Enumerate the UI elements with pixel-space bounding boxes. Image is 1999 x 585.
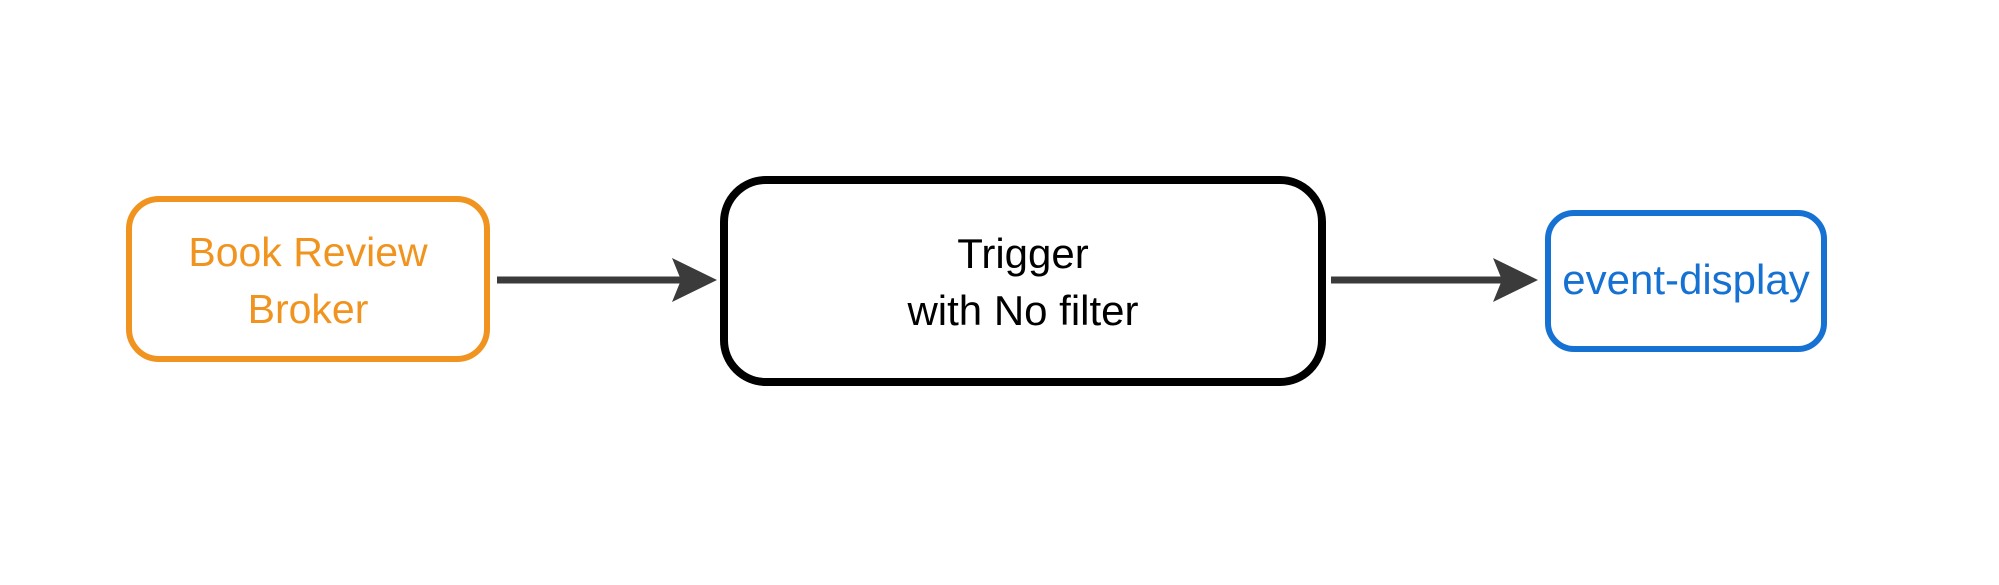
node-box-event-display: [1545, 210, 1827, 352]
node-label-broker-line2: Broker: [248, 286, 369, 332]
node-box-book-review-broker: [126, 196, 490, 362]
edge-broker-to-trigger: [497, 258, 717, 302]
node-event-display: event-display: [1545, 210, 1827, 352]
edge-trigger-to-event-display: [1331, 258, 1538, 302]
node-box-trigger: [720, 176, 1326, 386]
node-label-trigger-line2: with No filter: [906, 287, 1138, 334]
node-book-review-broker: Book Review Broker: [126, 196, 490, 362]
node-label-trigger-line1: Trigger: [957, 230, 1088, 277]
node-trigger: Trigger with No filter: [720, 176, 1326, 386]
arrowhead-broker-to-trigger: [672, 258, 717, 302]
node-label-event-display: event-display: [1562, 256, 1809, 303]
arrowhead-trigger-to-event-display: [1493, 258, 1538, 302]
node-label-broker-line1: Book Review: [188, 229, 428, 275]
